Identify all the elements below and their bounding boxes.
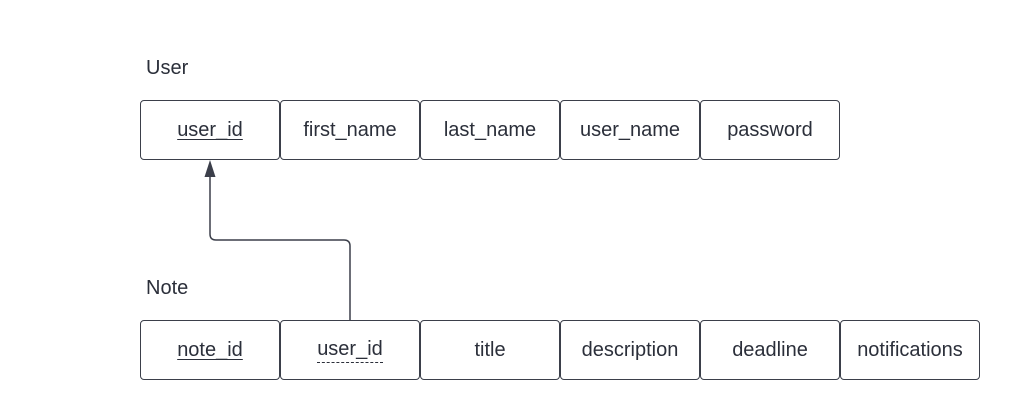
field-label: title: [474, 338, 506, 361]
note-field-user-id[interactable]: user_id: [280, 320, 420, 380]
note-field-title[interactable]: title: [420, 320, 560, 380]
field-label: user_id: [317, 338, 383, 363]
note-field-deadline[interactable]: deadline: [700, 320, 840, 380]
user-table-title: User: [146, 57, 189, 79]
user-field-user-name[interactable]: user_name: [560, 100, 700, 160]
note-field-note-id[interactable]: note_id: [140, 320, 280, 380]
field-label: description: [581, 338, 679, 361]
field-label: note_id: [177, 338, 243, 361]
note-field-notifications[interactable]: notifications: [840, 320, 980, 380]
field-label: password: [727, 118, 813, 141]
field-label: user_id: [177, 118, 243, 141]
user-field-password[interactable]: password: [700, 100, 840, 160]
user-field-last-name[interactable]: last_name: [420, 100, 560, 160]
note-field-description[interactable]: description: [560, 320, 700, 380]
field-label: user_name: [579, 118, 681, 141]
field-label: first_name: [303, 118, 397, 141]
field-label: last_name: [443, 118, 537, 141]
user-field-first-name[interactable]: first_name: [280, 100, 420, 160]
field-label: deadline: [732, 338, 808, 361]
relationship-line: [209, 176, 351, 320]
field-label: notifications: [857, 338, 963, 361]
note-table-title: Note: [146, 277, 189, 299]
user-field-user-id[interactable]: user_id: [140, 100, 280, 160]
arrow-head-icon: [204, 160, 216, 177]
